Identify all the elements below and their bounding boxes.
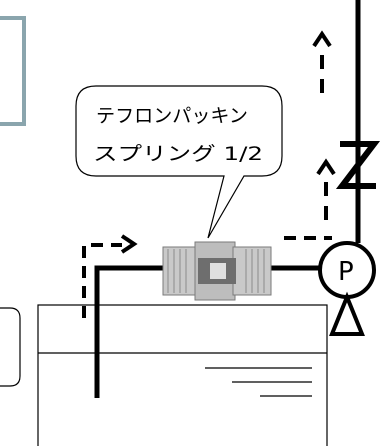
panel-frame-top-left [0,16,26,126]
check-valve-symbol [335,141,381,189]
pump-base [329,291,365,336]
up-arrow-icon-1 [312,30,332,48]
check-valve-fitting [162,241,272,301]
panel-frame-lower-left [0,307,21,387]
tank [37,304,328,446]
up-arrow-icon-2 [316,158,336,176]
callout-bubble [75,85,283,239]
dashed-bypass-line [82,243,122,318]
bypass-arrow-icon [120,234,138,254]
callout-label-line2: スプリング 1/2 [93,143,263,165]
callout-label-line1: テフロンパッキン [96,105,248,127]
pump-label: P [338,257,354,287]
suction-pipe [94,265,165,398]
